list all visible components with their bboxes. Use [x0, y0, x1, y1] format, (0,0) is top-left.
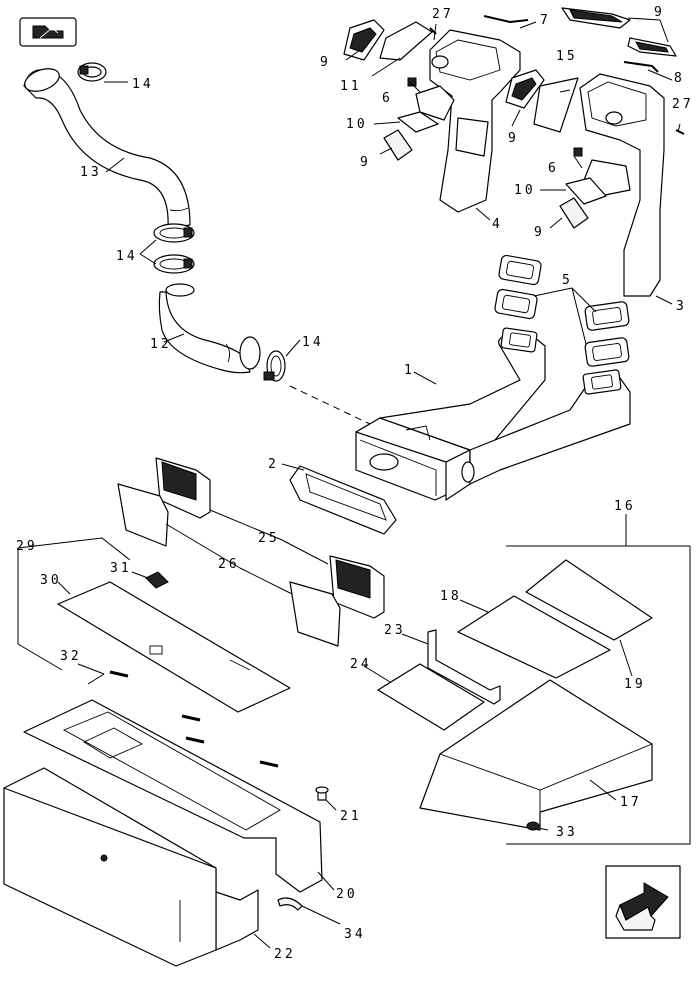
callout-9: 9	[320, 55, 331, 70]
callout-18: 18	[440, 589, 462, 604]
callout-33: 33	[556, 825, 578, 840]
callout-26: 26	[218, 557, 240, 572]
callout-2: 2	[268, 457, 279, 472]
callout-9: 9	[508, 131, 519, 146]
callout-16: 16	[614, 499, 636, 514]
callout-32: 32	[60, 649, 82, 664]
callout-24: 24	[350, 657, 372, 672]
clamp-14-lower	[263, 350, 286, 382]
pad-19	[525, 559, 653, 641]
book-icon[interactable]	[19, 17, 77, 47]
callout-22: 22	[274, 947, 296, 962]
callout-14: 14	[302, 335, 324, 350]
leader-lines	[57, 17, 681, 949]
main-duct-1	[355, 327, 631, 501]
pad-18	[457, 595, 611, 679]
clamp-14-upper-pair	[153, 223, 195, 274]
pad-26-lower	[289, 581, 341, 647]
tray-17	[419, 679, 653, 831]
box-16	[506, 514, 691, 845]
filter-11-15	[379, 21, 579, 133]
strips-32	[109, 670, 279, 768]
callout-19: 19	[624, 677, 646, 692]
nut-33	[526, 821, 540, 831]
pad-26-upper	[117, 483, 169, 547]
console-frame-20	[23, 699, 323, 893]
bracket-23	[427, 629, 501, 705]
callout-3: 3	[676, 299, 687, 314]
pad-24	[377, 663, 485, 731]
frame-29	[17, 537, 131, 671]
seal-2	[289, 465, 397, 535]
screw-21	[315, 786, 329, 801]
clip-31	[145, 571, 169, 589]
callout-10: 10	[514, 183, 536, 198]
callout-27: 27	[432, 7, 454, 22]
callout-21: 21	[340, 809, 362, 824]
assembly-line	[289, 385, 371, 425]
callout-5: 5	[562, 273, 573, 288]
callout-27: 27	[672, 97, 694, 112]
callout-9: 9	[360, 155, 371, 170]
cover-30	[57, 581, 291, 713]
callout-29: 29	[16, 539, 38, 554]
hose-13	[23, 68, 191, 229]
callout-4: 4	[492, 217, 503, 232]
callout-17: 17	[620, 795, 642, 810]
gaskets-5	[494, 254, 630, 367]
callout-12: 12	[150, 337, 172, 352]
hose-12	[158, 283, 261, 374]
clamp-14-top	[77, 62, 107, 82]
vent-9-set	[343, 7, 677, 229]
lower-panel-22	[3, 767, 259, 967]
duct-4	[415, 29, 521, 213]
callout-14: 14	[116, 249, 138, 264]
callout-9: 9	[654, 5, 665, 20]
callout-11: 11	[340, 79, 362, 94]
callout-9: 9	[534, 225, 545, 240]
callout-13: 13	[80, 165, 102, 180]
louvres-10	[397, 111, 607, 205]
callout-14: 14	[132, 77, 154, 92]
callout-15: 15	[556, 49, 578, 64]
callout-6: 6	[548, 161, 559, 176]
next-page-arrow-icon[interactable]	[605, 865, 681, 939]
callout-6: 6	[382, 91, 393, 106]
callout-7: 7	[540, 13, 551, 28]
callout-1: 1	[404, 363, 415, 378]
callout-23: 23	[384, 623, 406, 638]
callout-31: 31	[110, 561, 132, 576]
callout-25: 25	[258, 531, 280, 546]
callout-34: 34	[344, 927, 366, 942]
filter-25-lower	[329, 555, 385, 619]
callout-30: 30	[40, 573, 62, 588]
callout-10: 10	[346, 117, 368, 132]
callout-20: 20	[336, 887, 358, 902]
callout-8: 8	[674, 71, 685, 86]
grommet-34	[277, 897, 303, 911]
